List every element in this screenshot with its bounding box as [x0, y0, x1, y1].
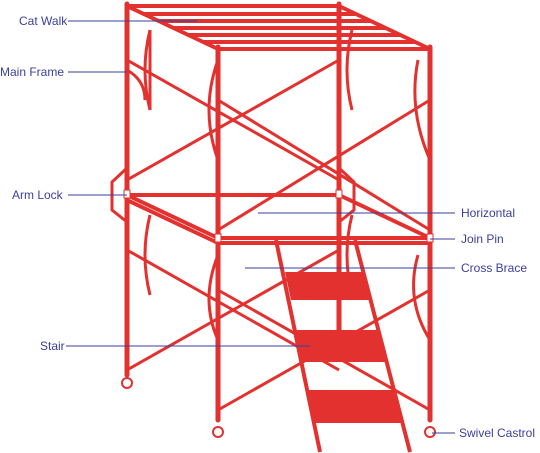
stair [274, 239, 412, 453]
label-cat-walk: Cat Walk [19, 14, 68, 28]
leader-lines [66, 20, 455, 434]
label-arm-lock: Arm Lock [12, 188, 64, 202]
arm-lock-bracket [110, 166, 356, 224]
label-join-pin: Join Pin [461, 232, 504, 246]
label-main-frame: Main Frame [0, 65, 64, 79]
swivel-castors [121, 377, 436, 438]
join-pins [123, 189, 434, 243]
cat-walk-deck [126, 4, 431, 51]
label-cross-brace: Cross Brace [461, 261, 527, 275]
label-stair: Stair [40, 339, 65, 353]
main-frame-ladders [126, 29, 432, 341]
label-swivel-castrol: Swivel Castrol [459, 426, 535, 440]
label-horizontal: Horizontal [461, 206, 515, 220]
